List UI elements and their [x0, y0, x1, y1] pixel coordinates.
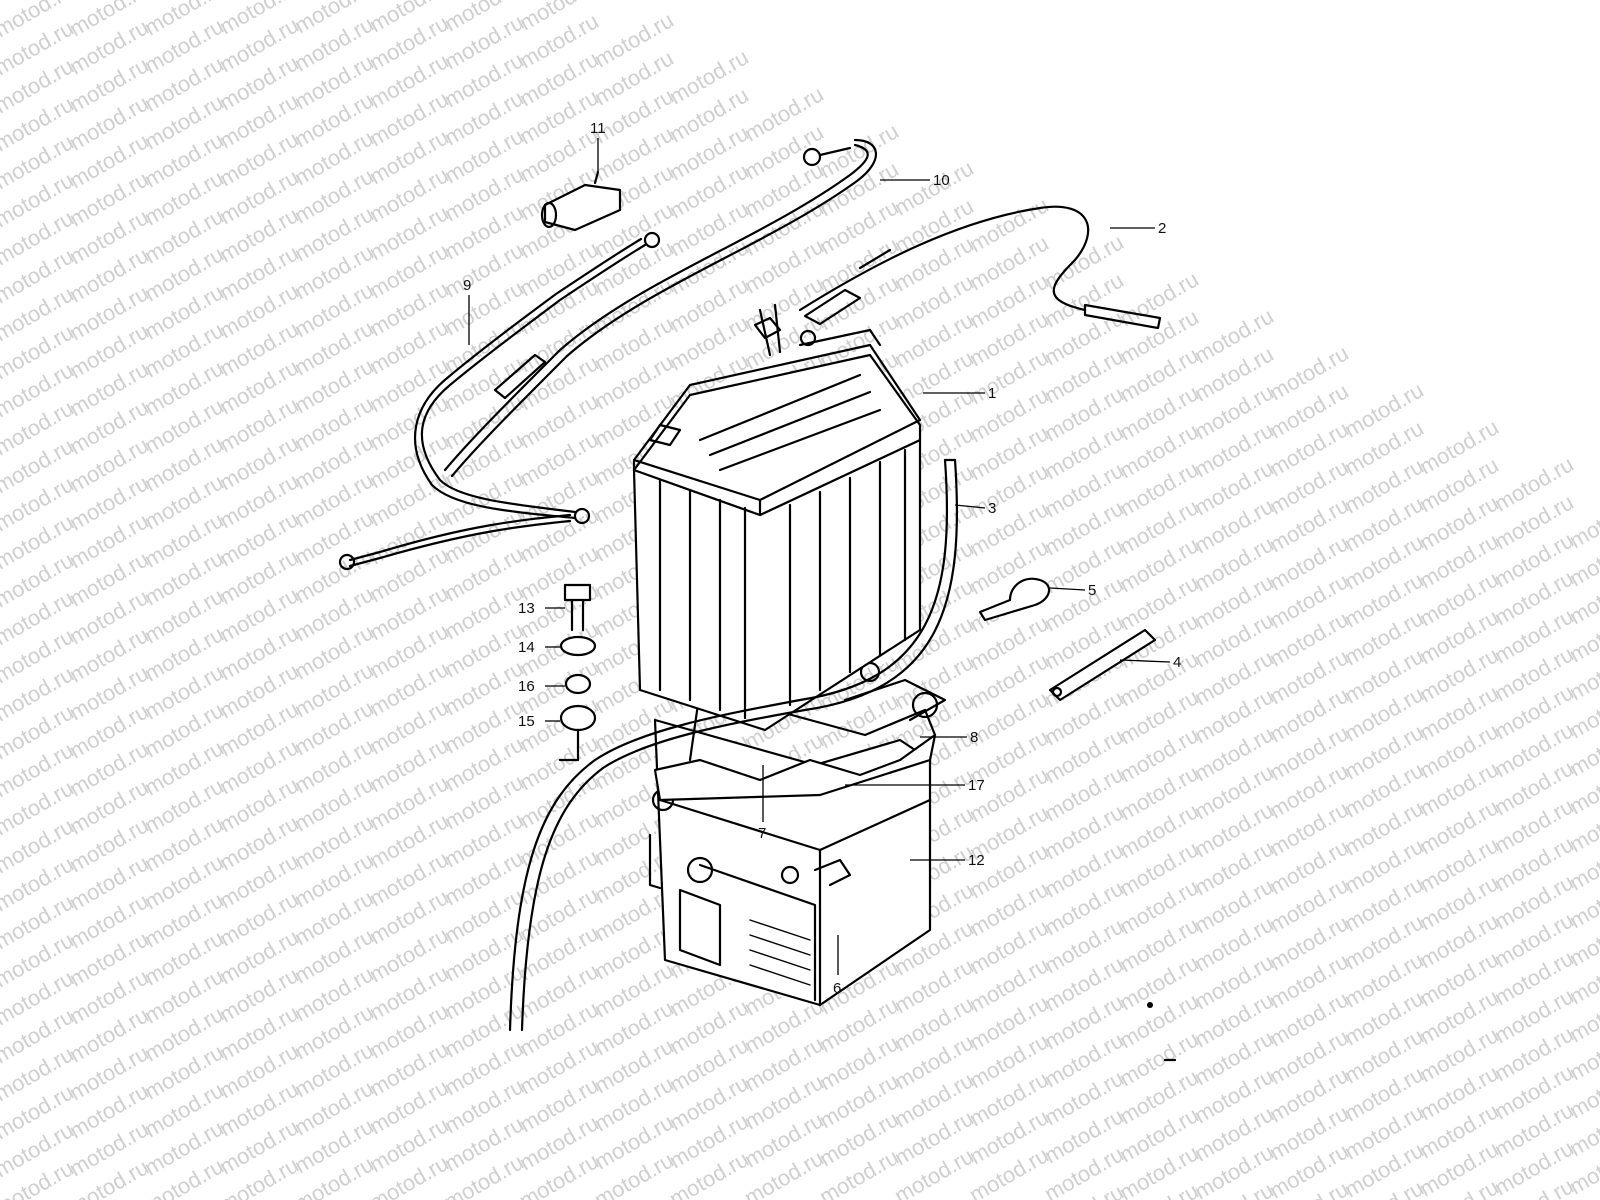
part-label-1: 1: [988, 385, 996, 402]
breather-tube: [508, 458, 958, 1032]
battery: [632, 303, 922, 732]
part-label-3: 3: [988, 500, 996, 517]
part-label-2: 2: [1158, 220, 1166, 237]
clamp-and-strap: [978, 577, 1157, 702]
sensor-wire: [798, 205, 1162, 330]
part-label-16: 16: [518, 678, 535, 695]
part-label-13: 13: [518, 600, 535, 617]
part-label-5: 5: [1088, 582, 1096, 599]
part-label-17: 17: [968, 777, 985, 794]
part-labels: 1 2 3 4 5 6 7 8 9 10 11 12 13 14 15 16 1…: [463, 120, 1181, 997]
part-label-8: 8: [970, 729, 978, 746]
terminal-cap: [540, 170, 622, 232]
stray-dot: [1147, 1002, 1153, 1008]
part-label-14: 14: [518, 639, 535, 656]
part-label-15: 15: [518, 713, 535, 730]
part-label-7: 7: [758, 825, 766, 842]
battery-cables: [338, 138, 878, 571]
part-label-11: 11: [590, 120, 606, 137]
part-label-10: 10: [933, 172, 950, 189]
mounting-hardware: [558, 583, 597, 762]
part-label-12: 12: [968, 852, 985, 869]
battery-case: [653, 661, 947, 802]
part-label-4: 4: [1173, 654, 1181, 671]
leader-lines: [468, 138, 1171, 975]
part-label-9: 9: [463, 277, 471, 294]
part-label-6: 6: [833, 980, 841, 997]
